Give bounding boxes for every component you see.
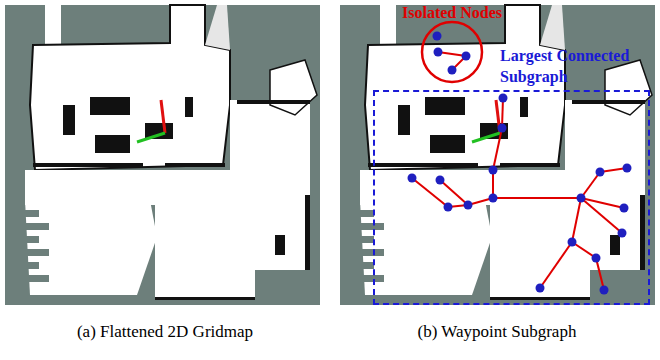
panel-caption: (a) Flattened 2D Gridmap: [77, 322, 253, 342]
waypoint-dot: [568, 238, 577, 247]
waypoint-dot: [489, 166, 498, 175]
region-heading: Largest Connected Subgraph: [500, 45, 650, 88]
gridmap-panel-b: [340, 5, 655, 305]
waypoint-dot: [462, 52, 471, 61]
waypoint-edge: [540, 242, 572, 288]
waypoint-dot: [489, 194, 498, 203]
waypoint-dot: [596, 168, 605, 177]
waypoint-dot: [577, 194, 586, 203]
waypoint-dot: [536, 284, 545, 293]
waypoint-dot: [408, 174, 417, 183]
waypoint-dot: [620, 204, 629, 213]
waypoint-edge: [572, 198, 581, 242]
isolated-region: Isolated Nodes: [422, 22, 482, 82]
waypoint-dot: [499, 94, 508, 103]
waypoint-dot: [444, 203, 453, 212]
waypoint-edge: [440, 180, 468, 205]
waypoint-dot: [448, 66, 457, 75]
waypoint-edge: [493, 197, 581, 199]
waypoint-dot: [600, 286, 609, 295]
panel-caption: (b) Waypoint Subgraph: [418, 322, 577, 342]
waypoint-dot: [464, 201, 473, 210]
waypoint-edge: [502, 98, 503, 128]
waypoint-dot: [618, 229, 627, 238]
waypoint-dot: [498, 124, 507, 133]
gridmap-panel-a: [5, 5, 320, 305]
waypoint-dot: [433, 32, 442, 41]
waypoint-edges: [412, 52, 627, 290]
waypoint-dot: [436, 176, 445, 185]
waypoint-edge: [581, 172, 600, 198]
region-outline: [422, 22, 482, 82]
waypoint-dot: [434, 48, 443, 57]
waypoint-edge: [581, 198, 622, 233]
subgraph-region: Largest Connected Subgraph: [373, 90, 650, 305]
region-heading: Isolated Nodes: [402, 2, 502, 24]
waypoint-edge: [596, 258, 604, 290]
waypoint-edge: [493, 128, 502, 170]
waypoint-dot: [623, 164, 632, 173]
waypoint-dot: [592, 254, 601, 263]
region-circle: [422, 22, 482, 82]
